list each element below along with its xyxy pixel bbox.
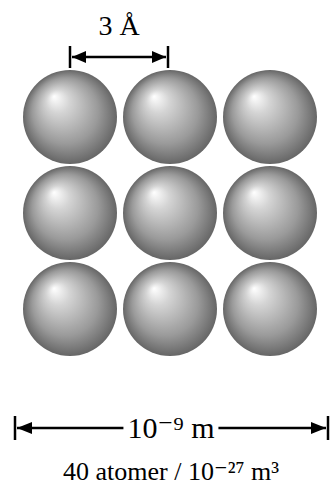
atom-grid — [23, 70, 317, 356]
atom-sphere — [223, 262, 317, 356]
spacing-label: 3 Å — [94, 12, 143, 40]
dimension-tick — [69, 46, 72, 68]
dimension-tick — [167, 46, 170, 68]
arrowhead — [152, 51, 166, 63]
arrowhead — [17, 422, 32, 434]
arrowhead — [72, 51, 86, 63]
spacing-dimension — [70, 46, 168, 68]
atom-sphere — [123, 70, 217, 164]
arrowhead — [311, 422, 326, 434]
atom-sphere — [223, 166, 317, 260]
density-label: 40 atomer / 10⁻²⁷ m³ — [59, 459, 283, 485]
atom-sphere — [23, 166, 117, 260]
dimension-line — [72, 56, 166, 59]
atom-sphere — [123, 166, 217, 260]
atom-sphere — [23, 262, 117, 356]
atom-sphere — [123, 262, 217, 356]
atom-sphere — [223, 70, 317, 164]
atom-sphere — [23, 70, 117, 164]
dimension-tick — [327, 416, 330, 440]
dimension-tick — [14, 416, 17, 440]
width-label: 10⁻⁹ m — [123, 413, 218, 443]
